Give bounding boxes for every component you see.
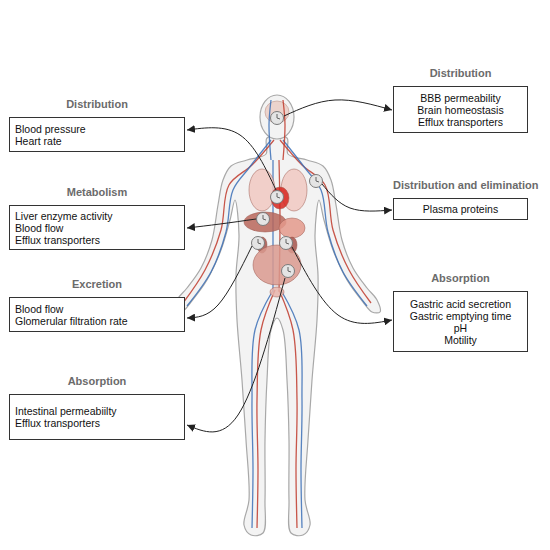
section-heading: Excretion [9, 278, 185, 291]
blood-vessel [279, 290, 297, 528]
factor-line: Brain homeostasis [417, 104, 503, 116]
clock-hands [277, 193, 280, 198]
clock-face [257, 213, 270, 226]
factor-box-border: Intestinal permeabiilty Efflux transport… [9, 394, 185, 440]
heart-organ [271, 187, 289, 209]
blood-vessel [282, 292, 302, 528]
factor-list: Gastric acid secretion Gastric emptying … [410, 298, 512, 346]
leader-arrow [322, 184, 392, 211]
factor-box: AbsorptionGastric acid secretion Gastric… [393, 272, 528, 352]
factor-line: pH [410, 322, 512, 334]
leader-arrow [292, 247, 392, 323]
factor-box: MetabolismLiver enzyme activity Blood fl… [9, 186, 185, 250]
section-heading: Distribution and elimination [393, 179, 528, 192]
factor-box: DistributionBlood pressure Heart rate [9, 98, 185, 152]
clock-marker [280, 237, 293, 250]
factor-line: Efflux transporters [417, 116, 503, 128]
factor-line: Glomerular filtration rate [15, 315, 128, 327]
clock-face [310, 175, 323, 188]
head-outline [260, 95, 294, 139]
blood-vessel [257, 290, 275, 528]
factor-box-border: BBB permeability Brain homeostasis Efflu… [393, 86, 528, 133]
clock-face [252, 237, 265, 250]
leader-arrow [187, 278, 285, 432]
factor-line: Blood flow [15, 222, 112, 234]
section-heading: Distribution [9, 98, 185, 111]
clock-hands [258, 239, 261, 244]
factor-box: ExcretionBlood flow Glomerular filtratio… [9, 278, 185, 332]
section-heading: Absorption [393, 272, 528, 285]
factor-line: Blood flow [15, 303, 128, 315]
factor-list: Liver enzyme activity Blood flow Efflux … [15, 210, 112, 246]
factor-line: Gastric acid secretion [410, 298, 512, 310]
factor-line: Gastric emptying time [410, 310, 512, 322]
factor-list: Plasma proteins [423, 203, 498, 215]
clock-marker [310, 175, 323, 188]
factor-box-border: Blood pressure Heart rate [9, 117, 185, 152]
clock-marker [257, 213, 270, 226]
clock-face [280, 237, 293, 250]
leader-arrow [187, 219, 256, 228]
clock-face [271, 112, 284, 125]
factor-line: Plasma proteins [423, 203, 498, 215]
blood-vessel [252, 292, 272, 528]
factor-line: Heart rate [15, 135, 86, 147]
clock-marker [252, 237, 265, 250]
body-silhouette [174, 136, 381, 536]
leader-arrow [187, 128, 276, 190]
leader-arrow [284, 100, 392, 116]
factor-list: BBB permeability Brain homeostasis Efflu… [417, 92, 503, 128]
factor-line: Intestinal permeabiilty [15, 405, 117, 417]
factor-list: Blood flow Glomerular filtration rate [15, 303, 128, 327]
factor-line: Motility [410, 334, 512, 346]
clock-hands [277, 114, 280, 119]
factor-box-border: Gastric acid secretion Gastric emptying … [393, 291, 528, 352]
factor-list: Intestinal permeabiilty Efflux transport… [15, 405, 117, 429]
factor-box-border: Plasma proteins [393, 198, 528, 220]
clock-hands [263, 215, 266, 220]
factor-line: Blood pressure [15, 123, 86, 135]
bladder-organ [270, 287, 284, 297]
clock-face [282, 265, 295, 278]
clock-hands [316, 177, 319, 182]
stomach-organ [279, 218, 305, 238]
blood-vessel [187, 140, 271, 306]
factor-box: AbsorptionIntestinal permeabiilty Efflux… [9, 375, 185, 440]
clock-face [271, 191, 284, 204]
factor-line: Liver enzyme activity [15, 210, 112, 222]
blood-vessel [269, 100, 271, 160]
leader-arrow [187, 246, 252, 318]
factor-box: DistributionBBB permeability Brain homeo… [393, 67, 528, 133]
section-heading: Absorption [9, 375, 185, 388]
factor-box-border: Blood flow Glomerular filtration rate [9, 297, 185, 332]
intestine-organ [253, 245, 301, 285]
clock-marker [271, 112, 284, 125]
factor-line: Efflux transporters [15, 234, 112, 246]
clock-hands [286, 239, 289, 244]
clock-marker [282, 265, 295, 278]
section-heading: Metabolism [9, 186, 185, 199]
factor-line: BBB permeability [417, 92, 503, 104]
clock-marker [271, 191, 284, 204]
factor-box: Distribution and eliminationPlasma prote… [393, 179, 528, 220]
lung-organ [249, 169, 275, 211]
factor-list: Blood pressure Heart rate [15, 123, 86, 147]
blood-vessel [283, 100, 285, 160]
factor-line: Efflux transporters [15, 417, 117, 429]
clock-hands [288, 267, 291, 272]
factor-box-border: Liver enzyme activity Blood flow Efflux … [9, 205, 185, 250]
section-heading: Distribution [393, 67, 528, 80]
